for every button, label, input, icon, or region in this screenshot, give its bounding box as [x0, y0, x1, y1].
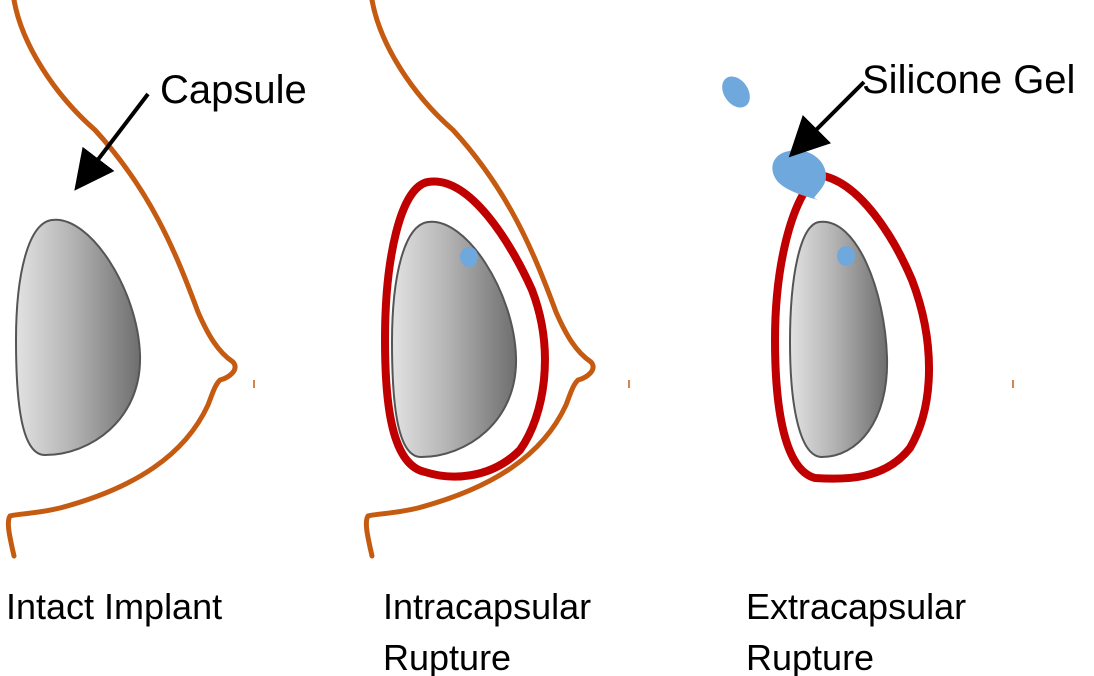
- implant-shell: [392, 222, 516, 457]
- silicone-gel-leak: [772, 150, 826, 200]
- panel-intracapsular-rupture: Intracapsular Rupture: [366, 0, 629, 676]
- silicone-gel-leak: [837, 246, 855, 266]
- silicone-gel-arrow: [800, 82, 864, 146]
- implant-shell: [16, 220, 140, 455]
- panel-caption-line-1: Extracapsular: [746, 586, 966, 627]
- capsule-arrow: [84, 94, 148, 178]
- capsule-label: Capsule: [160, 68, 307, 112]
- silicone-gel-droplet: [716, 71, 755, 113]
- silicone-gel-label: Silicone Gel: [862, 58, 1075, 102]
- panel-caption-line-1: Intracapsular: [383, 586, 591, 627]
- panel-caption: Intact Implant: [6, 586, 222, 627]
- panel-extracapsular-rupture: Silicone Gel Extracapsular Rupture: [716, 58, 1075, 676]
- panel-caption-line-2: Rupture: [746, 637, 874, 676]
- panel-intact-implant: Capsule Intact Implant: [6, 0, 307, 627]
- silicone-gel-leak: [460, 247, 478, 267]
- panel-caption-line-2: Rupture: [383, 637, 511, 676]
